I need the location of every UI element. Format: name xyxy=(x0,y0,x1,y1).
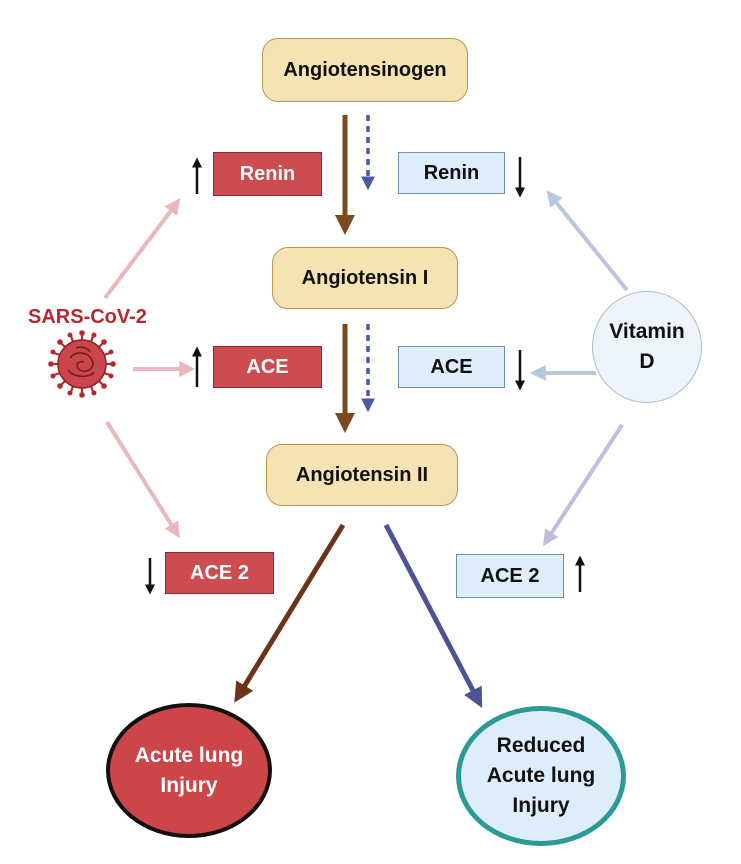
vitd-renin-box: Renin xyxy=(398,152,505,194)
angiotensin2-to-reduced-injury-arrow xyxy=(383,523,483,708)
sars-ace-box: ACE xyxy=(213,346,322,388)
sars-to-ace2-arrow xyxy=(105,420,180,539)
angiotensin-2-node: Angiotensin II xyxy=(266,444,458,506)
vitd-to-ace2-arrow xyxy=(543,423,624,547)
angiotensin2-to-injury-arrow xyxy=(234,523,346,703)
sars-cov-2-label: SARS-CoV-2 xyxy=(28,306,147,328)
acute-lung-injury-line2: Injury xyxy=(160,773,218,797)
reduced-acute-lung-injury-node: Reduced Acute lung Injury xyxy=(456,706,626,846)
vitamin-d-label-line2: D xyxy=(639,350,655,373)
angiotensin-1-node: Angiotensin I xyxy=(272,247,458,309)
sars-to-renin-arrow xyxy=(103,198,181,300)
vitamin-d-label-line1: Vitamin xyxy=(609,320,685,343)
reduced-injury-line3: Injury xyxy=(512,794,570,817)
vitd-ace2-box: ACE 2 xyxy=(456,554,564,598)
virus-icon xyxy=(48,330,116,398)
reduced-injury-line2: Acute lung xyxy=(486,764,596,787)
vitamin-d-node: Vitamin D xyxy=(592,291,702,403)
acute-lung-injury-line1: Acute lung xyxy=(134,743,244,767)
vitd-ace-box: ACE xyxy=(398,346,505,388)
angiotensinogen-node: Angiotensinogen xyxy=(262,38,468,102)
sars-renin-box: Renin xyxy=(213,152,322,196)
reduced-injury-line1: Reduced xyxy=(496,734,586,757)
acute-lung-injury-node: Acute lung Injury xyxy=(106,703,272,838)
sars-ace2-box: ACE 2 xyxy=(165,552,274,594)
vitd-to-renin-arrow xyxy=(546,190,629,292)
